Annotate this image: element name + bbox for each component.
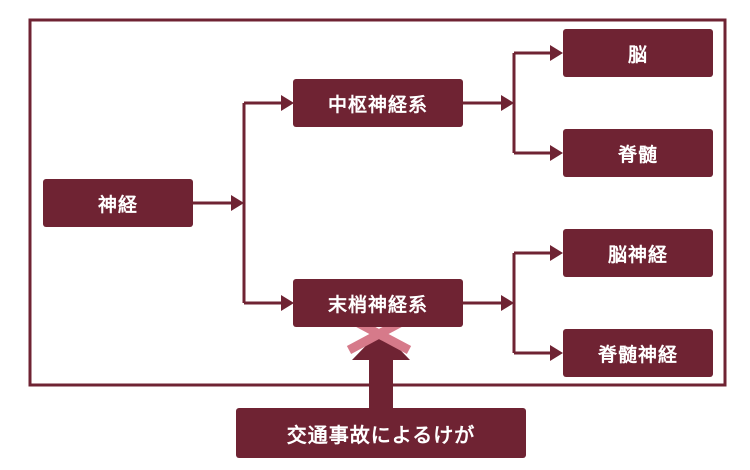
node-spinal-nerves: 脊髄神経 (563, 329, 713, 377)
node-spinal-cord: 脊髄 (563, 129, 713, 177)
node-traffic-accident-injury: 交通事故によるけが (236, 408, 526, 458)
node-cranial-nerves: 脳神経 (563, 229, 713, 277)
node-peripheral-nervous-system: 末梢神経系 (293, 279, 463, 327)
arrowheads-root (231, 95, 294, 311)
node-central-nervous-system: 中枢神経系 (293, 79, 463, 127)
arrowheads-peripheral (501, 245, 563, 361)
cause-arrow-head (352, 330, 410, 360)
arrowheads-central (501, 45, 563, 161)
node-nerve: 神経 (43, 179, 193, 227)
cause-arrow-shaft (369, 358, 393, 410)
node-brain: 脳 (563, 29, 713, 77)
